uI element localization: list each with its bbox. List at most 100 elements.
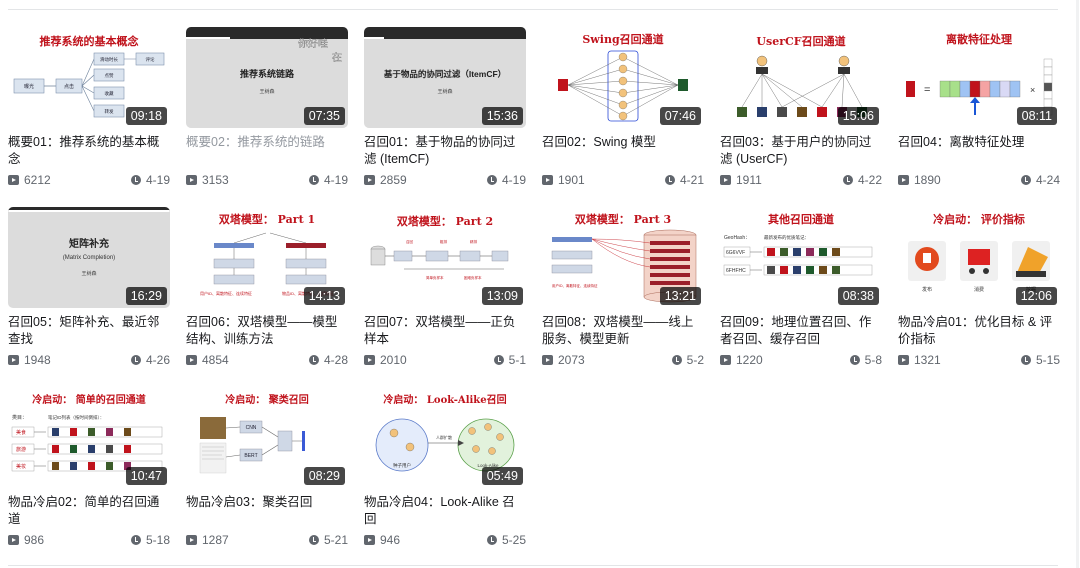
video-card[interactable]: 基于物品的协同过滤（ItemCF） 王树森 15:36 召回01：基于物品的协同… — [364, 27, 526, 207]
video-title[interactable]: 召回06：双塔模型——模型结构、训练方法 — [186, 315, 338, 346]
video-card[interactable]: 离散特征处理 = × — [898, 27, 1060, 207]
video-card[interactable]: Swing召回通道 07:46 召回02：Swing — [542, 27, 704, 207]
publish-date: 4-21 — [679, 173, 704, 187]
view-count: 6212 — [24, 173, 51, 187]
thumbnail-slide-pipeline: 你好哇 在 推荐系统链路 王树森 — [186, 27, 348, 128]
video-meta: 2010 5-1 — [364, 352, 526, 368]
page-scrollbar[interactable] — [1076, 0, 1079, 568]
video-thumbnail[interactable]: 冷启动： 评价指标 发布 消费 挖掘 12:06 — [898, 207, 1060, 308]
video-card[interactable]: 矩阵补充 (Matrix Completion) 王树森 16:29 召回05：… — [8, 207, 170, 387]
bottom-divider — [8, 565, 1058, 566]
video-title[interactable]: 召回07：双塔模型——正负样本 — [364, 315, 516, 346]
video-title[interactable]: 召回04：离散特征处理 — [898, 135, 1025, 149]
view-count: 946 — [380, 533, 401, 547]
svg-text:评论: 评论 — [146, 56, 155, 63]
video-thumbnail[interactable]: 其他召回通道 GeoHash： 最新发布的优质笔记： 6G6VVF 6FHFHC — [720, 207, 882, 308]
video-thumbnail[interactable]: 冷启动： Look-Alike召回 人群扩散 种子用户 Look-Alike 0… — [364, 387, 526, 488]
svg-text:冷启动： 简单的召回通道: 冷启动： 简单的召回通道 — [32, 393, 145, 406]
video-meta: 1901 4-21 — [542, 172, 704, 188]
video-title[interactable]: 概要01：推荐系统的基本概念 — [8, 135, 160, 166]
view-count: 986 — [24, 533, 45, 547]
svg-text:美妆: 美妆 — [16, 463, 26, 470]
video-title[interactable]: 物品冷启04：Look-Alike 召回 — [364, 495, 515, 526]
video-title[interactable]: 概要02：推荐系统的链路 — [186, 135, 325, 149]
clock-icon — [486, 175, 497, 185]
clock-icon — [130, 535, 141, 545]
clock-icon — [308, 175, 319, 185]
svg-text:冷启动： 聚类召回: 冷启动： 聚类召回 — [225, 393, 308, 406]
video-card[interactable]: 其他召回通道 GeoHash： 最新发布的优质笔记： 6G6VVF 6FHFHC — [720, 207, 882, 387]
view-count: 2010 — [380, 353, 407, 367]
view-count: 1948 — [24, 353, 51, 367]
svg-text:旅游: 旅游 — [16, 446, 26, 453]
video-thumbnail[interactable]: 冷启动： 简单的召回通道 类目： 笔记ID列表（按时间倒排）： 美食 旅游 美妆 — [8, 387, 170, 488]
svg-text:转发: 转发 — [105, 108, 114, 115]
svg-text:Swing召回通道: Swing召回通道 — [582, 32, 663, 46]
play-count-icon — [720, 355, 731, 365]
video-card[interactable]: 双塔模型： Part 2 召回粗排精排 简单负样本困难负样本 — [364, 207, 526, 387]
video-card[interactable]: 冷启动： 聚类召回 CNN BERT 08:29 — [186, 387, 348, 567]
video-meta: 2859 4-19 — [364, 172, 526, 188]
video-title[interactable]: 召回03：基于用户的协同过滤 (UserCF) — [720, 135, 872, 166]
video-title[interactable]: 物品冷启01：优化目标 & 评价指标 — [898, 315, 1053, 346]
video-thumbnail[interactable]: 双塔模型： Part 2 召回粗排精排 简单负样本困难负样本 — [364, 207, 526, 308]
video-title[interactable]: 召回01：基于物品的协同过滤 (ItemCF) — [364, 135, 516, 166]
video-thumbnail[interactable]: Swing召回通道 07:46 — [542, 27, 704, 128]
video-duration: 16:29 — [125, 287, 167, 305]
svg-text:最新发布的优质笔记：: 最新发布的优质笔记： — [764, 234, 809, 241]
play-count-icon — [186, 355, 197, 365]
svg-text:你好哇: 你好哇 — [298, 37, 328, 50]
video-thumbnail[interactable]: 矩阵补充 (Matrix Completion) 王树森 16:29 — [8, 207, 170, 308]
video-card[interactable]: UserCF召回通道 15:0 — [720, 27, 882, 207]
svg-text:(Matrix Completion): (Matrix Completion) — [63, 255, 115, 261]
video-meta: 1220 5-8 — [720, 352, 882, 368]
video-title[interactable]: 物品冷启02：简单的召回通道 — [8, 495, 160, 526]
clock-icon — [130, 175, 141, 185]
svg-text:BERT: BERT — [244, 453, 257, 459]
svg-text:Look-Alike: Look-Alike — [477, 463, 499, 468]
video-card[interactable]: 你好哇 在 推荐系统链路 王树森 07:35 概要02：推荐系统的链路 3153… — [186, 27, 348, 207]
view-count: 1911 — [736, 173, 762, 187]
video-thumbnail[interactable]: 双塔模型： Part 3 用户ID、离散特征、连续特征 13:21 — [542, 207, 704, 308]
video-card[interactable]: 冷启动： Look-Alike召回 人群扩散 种子用户 Look-Alike 0… — [364, 387, 526, 567]
video-thumbnail[interactable]: 基于物品的协同过滤（ItemCF） 王树森 15:36 — [364, 27, 526, 128]
publish-date: 4-22 — [857, 173, 882, 187]
thumbnail-diagram-swing: Swing召回通道 — [558, 32, 688, 122]
svg-text:种子用户: 种子用户 — [393, 462, 411, 469]
svg-text:6G6VVF: 6G6VVF — [726, 250, 745, 256]
video-thumbnail[interactable]: 你好哇 在 推荐系统链路 王树森 07:35 — [186, 27, 348, 128]
video-meta: 1948 4-26 — [8, 352, 170, 368]
video-title[interactable]: 召回09：地理位置召回、作者召回、缓存召回 — [720, 315, 872, 346]
svg-text:GeoHash：: GeoHash： — [724, 235, 750, 241]
clock-icon — [308, 535, 319, 545]
video-title[interactable]: 召回05：矩阵补充、最近邻查找 — [8, 315, 160, 346]
video-thumbnail[interactable]: UserCF召回通道 15:0 — [720, 27, 882, 128]
thumbnail-diagram-look-alike: 冷启动： Look-Alike召回 人群扩散 种子用户 Look-Alike — [375, 393, 515, 472]
video-thumbnail[interactable]: 推荐系统的基本概念 曝光 点击 滑动时长 点赞 收藏 转发 — [8, 27, 170, 128]
svg-text:召回: 召回 — [406, 240, 414, 244]
video-card[interactable]: 推荐系统的基本概念 曝光 点击 滑动时长 点赞 收藏 转发 — [8, 27, 170, 207]
video-meta: 4854 4-28 — [186, 352, 348, 368]
video-thumbnail[interactable]: 冷启动： 聚类召回 CNN BERT 08:29 — [186, 387, 348, 488]
video-duration: 07:35 — [303, 107, 345, 125]
video-duration: 14:13 — [303, 287, 345, 305]
video-card[interactable]: 冷启动： 评价指标 发布 消费 挖掘 12:06 物品冷启01：优化目标 & 评… — [898, 207, 1060, 387]
video-duration: 07:46 — [659, 107, 701, 125]
clock-icon — [664, 175, 675, 185]
video-title[interactable]: 物品冷启03：聚类召回 — [186, 495, 313, 509]
video-title[interactable]: 召回08：双塔模型——线上服务、模型更新 — [542, 315, 694, 346]
video-title[interactable]: 召回02：Swing 模型 — [542, 135, 656, 149]
svg-text:用户ID、离散特征、连续特征: 用户ID、离散特征、连续特征 — [200, 290, 252, 296]
play-count-icon — [898, 175, 909, 185]
video-card[interactable]: 双塔模型： Part 3 用户ID、离散特征、连续特征 13:21 — [542, 207, 704, 387]
video-thumbnail[interactable]: 离散特征处理 = × — [898, 27, 1060, 128]
publish-date: 4-19 — [145, 173, 170, 187]
video-thumbnail[interactable]: 双塔模型： Part 1 用户ID、离散特征、连续特征 物品ID、离散特征、连续… — [186, 207, 348, 308]
video-card[interactable]: 双塔模型： Part 1 用户ID、离散特征、连续特征 物品ID、离散特征、连续… — [186, 207, 348, 387]
svg-text:美食: 美食 — [16, 429, 26, 436]
view-count: 1321 — [914, 353, 941, 367]
video-duration: 15:36 — [481, 107, 523, 125]
video-duration: 13:21 — [659, 287, 701, 305]
play-count-icon — [364, 355, 375, 365]
video-card[interactable]: 冷启动： 简单的召回通道 类目： 笔记ID列表（按时间倒排）： 美食 旅游 美妆 — [8, 387, 170, 567]
